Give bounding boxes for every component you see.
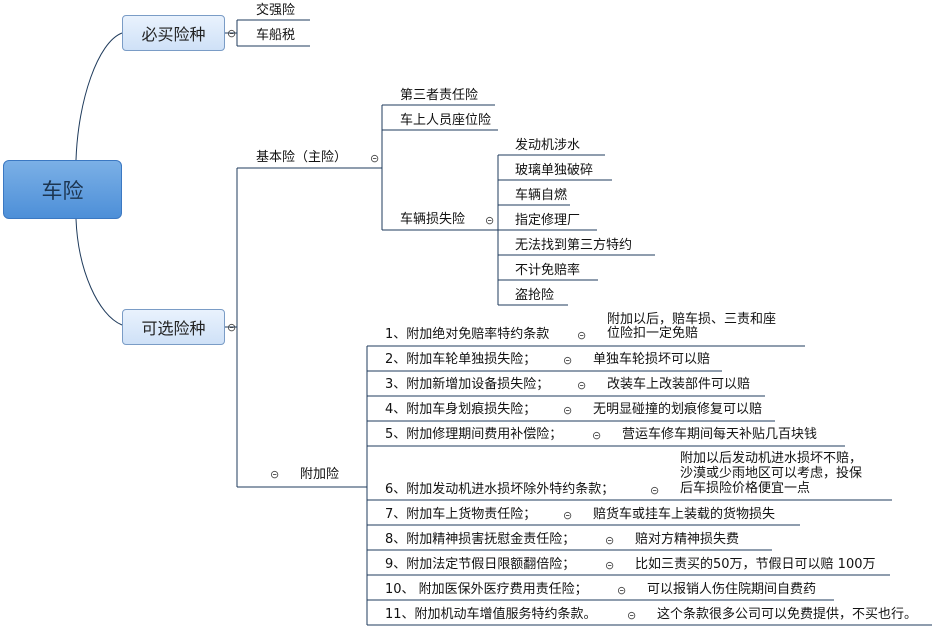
additional-item-note: 单独车轮损坏可以赔 [593, 352, 711, 367]
additional-item-name: 3、附加新增加设备损失险； [385, 377, 550, 392]
collapse-icon[interactable]: ⊝ [227, 321, 237, 334]
vehicle-damage-item: 玻璃单独破碎 [515, 163, 594, 178]
collapse-icon[interactable]: ⊝ [605, 534, 615, 547]
additional-item-name: 5、附加修理期间费用补偿险； [385, 427, 563, 442]
additional-item-note: 营运车修车期间每天补贴几百块钱 [622, 427, 818, 442]
collapse-icon[interactable]: ⊝ [563, 404, 573, 417]
optional-node[interactable]: 可选险种 [122, 309, 225, 345]
vehicle-damage-item: 盗抢险 [515, 288, 555, 303]
additional-item-name: 10、 附加医保外医疗费用责任险； [385, 582, 588, 597]
root-node[interactable]: 车险 [3, 160, 122, 219]
additional-item-name: 7、附加车上货物责任险； [385, 507, 537, 522]
additional-item-name: 6、附加发动机进水损坏除外特约条款； [385, 482, 615, 497]
additional-item-name: 9、附加法定节假日限额翻倍险； [385, 557, 576, 572]
additional-item-note: 位险扣一定免赔 [607, 326, 699, 341]
additional-item-note: 这个条款很多公司可以免费提供，不买也行。 [657, 607, 918, 622]
vehicle-damage-item: 车辆自燃 [515, 188, 568, 203]
additional-item-name: 11、附加机动车增值服务特约条款。 [385, 607, 597, 622]
basic-item-seat: 车上人员座位险 [400, 113, 492, 128]
collapse-icon[interactable]: ⊝ [227, 27, 237, 40]
additional-insurance-label: 附加险 [300, 467, 340, 482]
vehicle-damage-item: 发动机涉水 [515, 138, 581, 153]
additional-item-note: 沙漠或少雨地区可以考虑，投保 [680, 466, 863, 481]
additional-item-note: 比如三责买的50万，节假日可以赔 100万 [635, 557, 876, 572]
mandatory-item-compulsory: 交强险 [256, 3, 296, 18]
vehicle-damage-label: 车辆损失险 [400, 212, 466, 227]
additional-item-note: 改装车上改装部件可以赔 [607, 377, 751, 392]
additional-item-note: 无明显碰撞的划痕修复可以赔 [593, 402, 763, 417]
additional-item-note: 附加以后，赔车损、三责和座 [607, 312, 777, 327]
collapse-icon[interactable]: ⊝ [563, 509, 573, 522]
additional-item-name: 1、附加绝对免赔率特约条款 [385, 327, 550, 342]
additional-item-name: 8、附加精神损害抚慰金责任险； [385, 532, 576, 547]
vehicle-damage-item: 不计免赔率 [515, 263, 581, 278]
mandatory-node[interactable]: 必买险种 [122, 15, 225, 51]
vehicle-damage-item: 指定修理厂 [515, 213, 581, 228]
mandatory-item-vehicle-tax: 车船税 [256, 28, 296, 43]
additional-item-name: 4、附加车身划痕损失险； [385, 402, 537, 417]
collapse-icon[interactable]: ⊝ [370, 152, 380, 165]
collapse-icon[interactable]: ⊝ [577, 379, 587, 392]
vehicle-damage-item: 无法找到第三方特约 [515, 238, 633, 253]
additional-item-note: 赔货车或挂车上装载的货物损失 [593, 507, 776, 522]
additional-item-note: 可以报销人伤住院期间自费药 [647, 582, 817, 597]
additional-item-name: 2、附加车轮单独损失险； [385, 352, 537, 367]
additional-item-note: 附加以后发动机进水损坏不赔， [680, 451, 863, 466]
collapse-icon[interactable]: ⊝ [617, 584, 627, 597]
collapse-icon[interactable]: ⊝ [270, 468, 280, 481]
basic-item-third-party: 第三者责任险 [400, 88, 479, 103]
collapse-icon[interactable]: ⊝ [563, 354, 573, 367]
additional-item-note: 赔对方精神损失费 [635, 532, 740, 547]
collapse-icon[interactable]: ⊝ [627, 609, 637, 622]
collapse-icon[interactable]: ⊝ [577, 329, 587, 342]
collapse-icon[interactable]: ⊝ [592, 429, 602, 442]
collapse-icon[interactable]: ⊝ [605, 559, 615, 572]
additional-item-note: 后车损险价格便宜一点 [680, 481, 811, 496]
basic-insurance-label: 基本险（主险） [256, 150, 348, 165]
collapse-icon[interactable]: ⊝ [650, 484, 660, 497]
collapse-icon[interactable]: ⊝ [485, 214, 495, 227]
